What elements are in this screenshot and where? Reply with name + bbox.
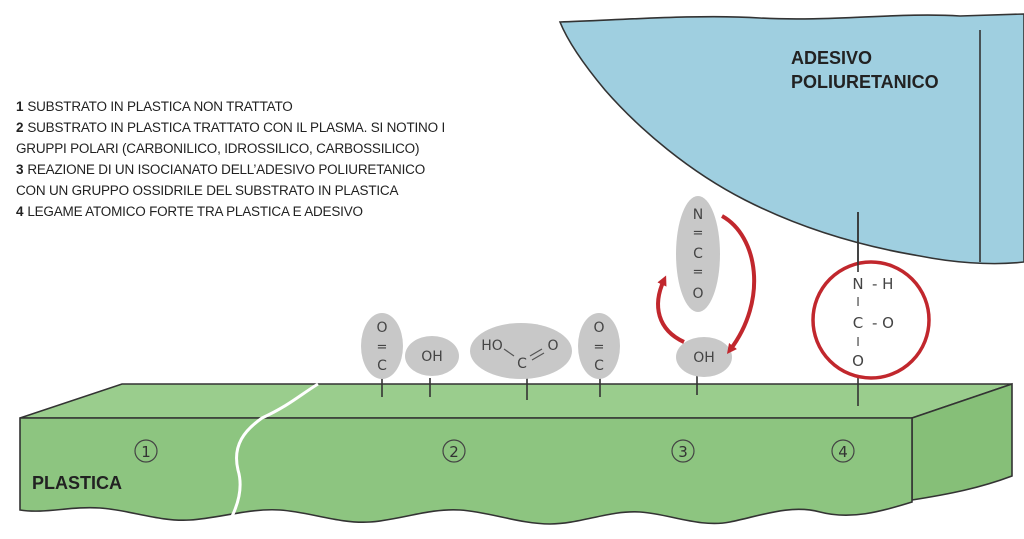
urethane-carbonyl-oxygen: - O — [872, 314, 894, 332]
plastic-top-face — [19, 383, 1013, 419]
isocyanate-bond-2: = — [693, 265, 704, 280]
urethane-bond-2: I — [856, 335, 860, 349]
carboxyl-hydroxyl: HO — [481, 338, 503, 354]
zone-marker-2: 2 — [442, 439, 466, 463]
carbonyl-group-2: O = C — [578, 313, 620, 379]
legend-number: 1 — [16, 99, 24, 114]
hydroxyl-1-label: OH — [421, 349, 443, 365]
zone-number-2: 2 — [449, 443, 459, 461]
plastic-right-face — [911, 382, 1013, 501]
reaction-arrow-up — [656, 275, 685, 344]
carboxyl-oxygen: O — [547, 338, 558, 354]
legend-number: 2 — [16, 120, 24, 135]
urethane-carbon: C — [853, 314, 863, 332]
adhesive-label-line2: POLIURETANICO — [791, 72, 939, 92]
carbonyl-group-1: O = C — [361, 313, 403, 379]
urethane-hydrogen: - H — [872, 275, 893, 293]
carbonyl-2-oxygen: O — [593, 320, 604, 336]
carbonyl-1-bond: = — [377, 340, 388, 355]
adhesive-region — [558, 13, 1024, 265]
legend-text: CON UN GRUPPO OSSIDRILE DEL SUBSTRATO IN… — [16, 183, 399, 198]
carbonyl-1-carbon: C — [377, 358, 387, 374]
zone-number-1: 1 — [141, 443, 151, 461]
carbonyl-2-bond: = — [594, 340, 605, 355]
hydroxyl-group-1: OH — [405, 336, 459, 376]
zone-number-4: 4 — [838, 443, 848, 461]
urethane-oxygen: O — [852, 352, 864, 370]
legend-line-5: CON UN GRUPPO OSSIDRILE DEL SUBSTRATO IN… — [16, 180, 445, 201]
adhesive-label-line1: ADESIVO — [791, 48, 872, 68]
legend-text: SUBSTRATO IN PLASTICA TRATTATO CON IL PL… — [27, 120, 445, 135]
plastic-front-face — [19, 417, 913, 525]
carbonyl-2-carbon: C — [594, 358, 604, 374]
legend-text: LEGAME ATOMICO FORTE TRA PLASTICA E ADES… — [27, 204, 363, 219]
isocyanate-carbon: C — [693, 246, 703, 262]
hydroxyl-group-2: OH — [676, 337, 732, 377]
isocyanate-bond-1: = — [693, 226, 704, 241]
isocyanate-oxygen: O — [692, 286, 703, 302]
untreated-boundary-line — [226, 382, 319, 525]
urethane-bond-1: I — [856, 295, 860, 309]
legend-text: REAZIONE DI UN ISOCIANATO DELL’ADESIVO P… — [27, 162, 425, 177]
urethane-nitrogen: N — [852, 275, 863, 293]
carboxyl-carbon: C — [517, 356, 527, 372]
zone-number-3: 3 — [678, 443, 688, 461]
urethane-bond-group: N - H I C - O I O — [811, 212, 931, 380]
legend-text: GRUPPI POLARI (CARBONILICO, IDROSSILICO,… — [16, 141, 420, 156]
zone-marker-4: 4 — [831, 439, 855, 463]
carbonyl-1-oxygen: O — [376, 320, 387, 336]
hydroxyl-2-label: OH — [693, 350, 715, 366]
legend-number: 4 — [16, 204, 24, 219]
plastic-label: PLASTICA — [32, 473, 122, 493]
legend-number: 3 — [16, 162, 24, 177]
legend-text: SUBSTRATO IN PLASTICA NON TRATTATO — [27, 99, 293, 114]
reaction-arrow-down — [720, 214, 757, 354]
isocyanate-nitrogen: N — [693, 207, 703, 223]
isocyanate-group: N = C = O — [676, 196, 720, 312]
zone-marker-3: 3 — [671, 439, 695, 463]
legend-line-3: GRUPPI POLARI (CARBONILICO, IDROSSILICO,… — [16, 138, 445, 159]
surface-bonds — [381, 212, 859, 406]
carboxyl-group: HO C O — [470, 323, 572, 379]
zone-marker-1: 1 — [134, 439, 158, 463]
